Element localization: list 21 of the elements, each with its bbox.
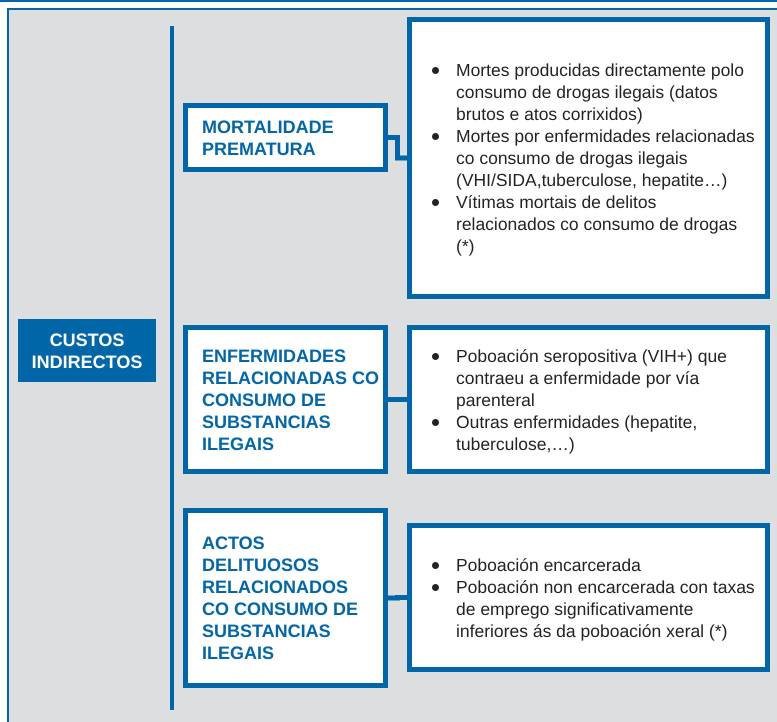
description-box bbox=[407, 17, 770, 299]
category-label: ACTOS DELITUOSOS RELACIONADOS CO CONSUMO DE SUBSTANCIAS ILEGAIS bbox=[202, 532, 360, 664]
bullet-item: Mortes producidas directamente polo consumo de drogas ilegais (datos brutos e atos corrixidos) bbox=[426, 59, 759, 125]
bullet-item: Poboación seropositiva (VIH+) que contraeu a enfermidade por vía parenteral bbox=[426, 344, 759, 410]
description-box bbox=[407, 523, 770, 672]
category-label: ENFERMIDADES RELACIONADAS CO CONSUMO DE SUBSTANCIAS ILEGAIS bbox=[202, 344, 379, 454]
category-box bbox=[183, 508, 388, 688]
connector-line bbox=[388, 135, 407, 160]
category-box bbox=[18, 319, 156, 382]
bullet-item: Poboación encarcerada bbox=[426, 554, 759, 576]
description-box bbox=[407, 325, 770, 474]
category-box bbox=[183, 103, 388, 172]
category-label: MORTALIDADE PREMATURA bbox=[202, 116, 335, 160]
bullet-item: Mortes por enfermidades relacionadas co consumo de drogas ilegais (VHI/SIDA,tuberculose, hepatite…) bbox=[426, 125, 759, 191]
category-label: CUSTOS INDIRECTOS bbox=[30, 328, 144, 372]
connector-line bbox=[388, 397, 407, 402]
bullet-item: Outras enfermidades (hepatite, tuberculose,…) bbox=[426, 410, 759, 454]
bullet-item: Vítimas mortais de delitos relacionados co consumo de drogas (*) bbox=[426, 191, 759, 257]
bullet-item: Poboación non encarcerada con taxas de emprego significativamente inferiores ás da poboación xeral (*) bbox=[426, 576, 759, 642]
connector-line bbox=[388, 595, 407, 600]
category-box bbox=[183, 325, 388, 474]
